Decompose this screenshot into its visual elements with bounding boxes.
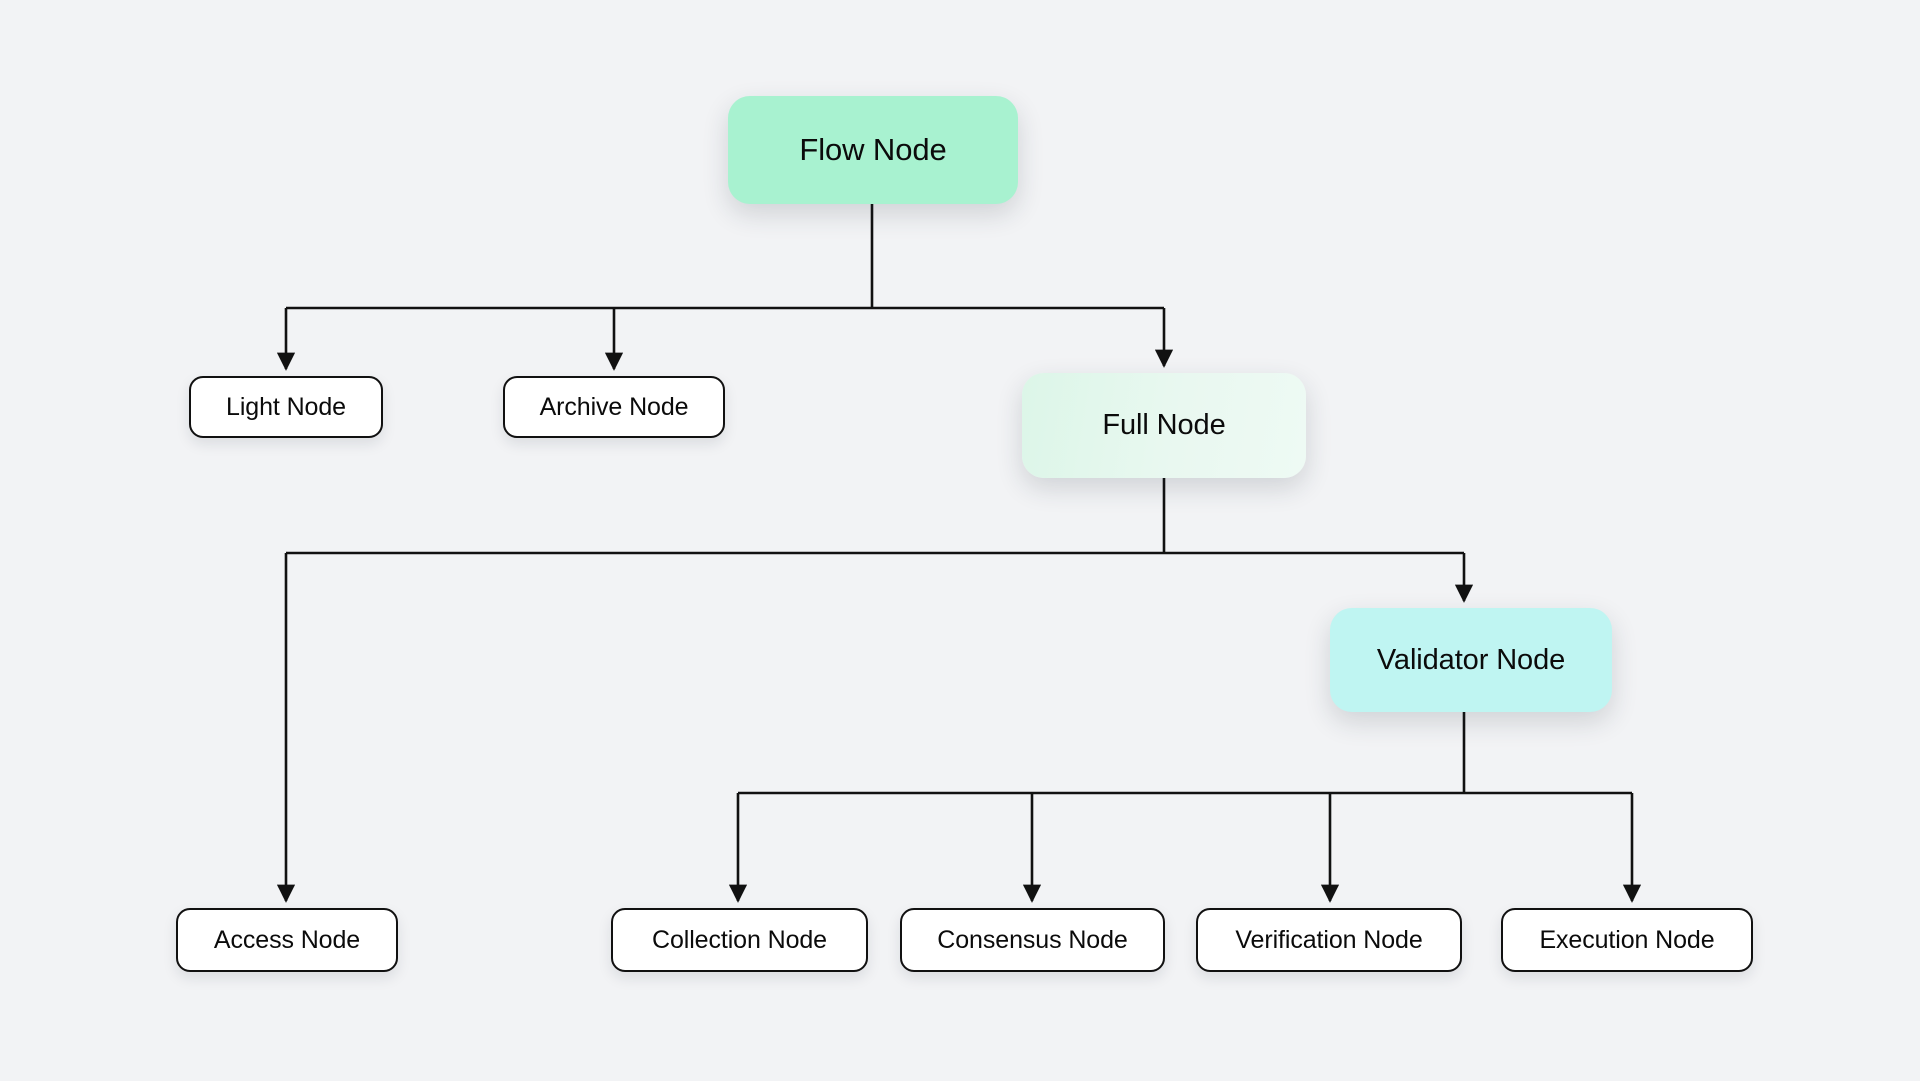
node-validator-node[interactable]: Validator Node <box>1330 608 1612 712</box>
node-consensus-node[interactable]: Consensus Node <box>900 908 1165 972</box>
node-label-flow-node: Flow Node <box>799 132 947 167</box>
node-verification-node[interactable]: Verification Node <box>1196 908 1462 972</box>
node-label-consensus-node: Consensus Node <box>937 925 1128 954</box>
node-access-node[interactable]: Access Node <box>176 908 398 972</box>
node-collection-node[interactable]: Collection Node <box>611 908 868 972</box>
node-flow-node[interactable]: Flow Node <box>728 96 1018 204</box>
node-label-light-node: Light Node <box>226 392 346 421</box>
node-archive-node[interactable]: Archive Node <box>503 376 725 438</box>
node-label-validator-node: Validator Node <box>1376 643 1566 676</box>
node-label-collection-node: Collection Node <box>652 925 827 954</box>
node-label-access-node: Access Node <box>213 925 361 954</box>
node-label-archive-node: Archive Node <box>539 392 689 421</box>
node-label-verification-node: Verification Node <box>1235 925 1423 954</box>
node-light-node[interactable]: Light Node <box>189 376 383 438</box>
node-execution-node[interactable]: Execution Node <box>1501 908 1753 972</box>
node-full-node[interactable]: Full Node <box>1022 373 1306 478</box>
node-label-execution-node: Execution Node <box>1539 925 1715 954</box>
node-label-full-node: Full Node <box>1102 409 1226 441</box>
